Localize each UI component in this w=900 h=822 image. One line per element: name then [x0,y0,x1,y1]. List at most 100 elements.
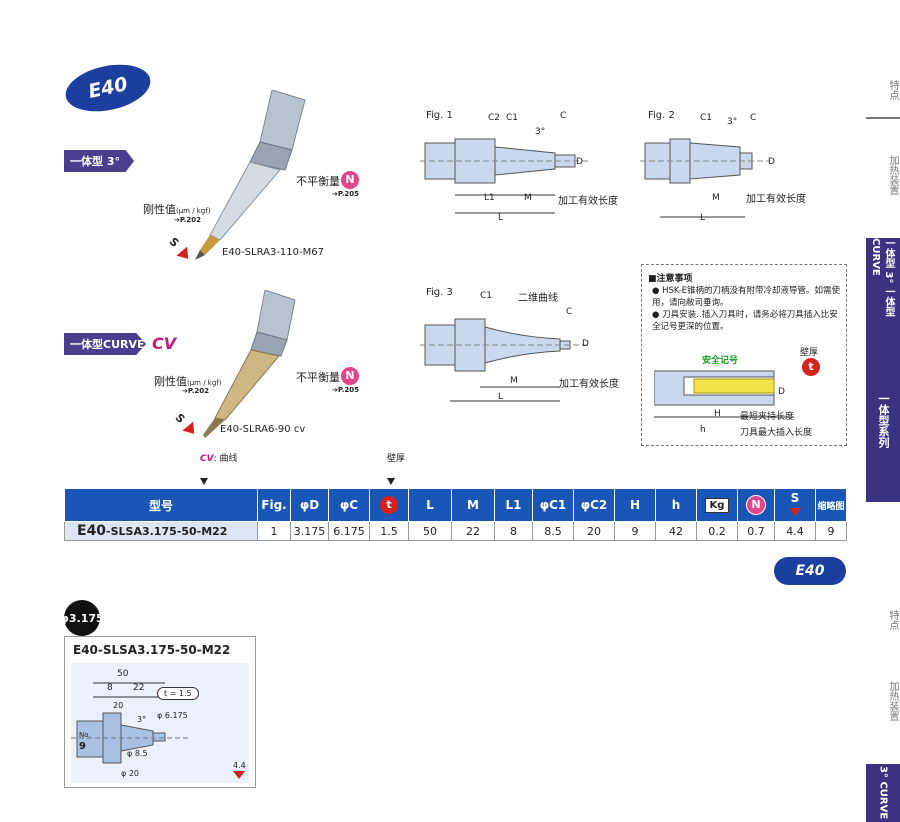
table-header-row: 型号 Fig. φD φC t L M L1 φC1 φC2 H h Kg N … [64,488,847,522]
fig3-l: L [498,392,504,402]
fig3-title: Fig. 3 [426,287,453,298]
table-row: E40-SLSA3.175-50-M22 1 3.175 6.175 1.5 5… [64,521,847,541]
cell-fig: 1 [257,521,291,541]
col-s: S [774,488,816,522]
col-phi-c2: φC2 [573,488,615,522]
fig2-c: C [750,113,757,123]
cell-l: 50 [408,521,452,541]
series-oval: E40 [61,57,155,119]
balance-label-2: 不平衡量 [296,371,340,384]
notes-max-insert: 刀具最大插入长度 [740,428,813,438]
cell-kg: 0.2 [696,521,738,541]
detail-s-value: 4.4 [233,761,246,770]
cell-h-low: 42 [655,521,697,541]
rigidity-label-2: 刚性值(μm / kgf) [154,375,222,388]
fig2-effective: 加工有效长度 [746,194,806,205]
col-fig: Fig. [257,488,291,522]
cv-mark: CV [152,334,177,353]
notes-drawing [654,370,794,418]
sidebar-divider-1 [866,117,900,119]
fig1-d: D [576,157,583,167]
wall-legend: 壁厚 [387,454,406,464]
fig2-c1: C1 [700,113,713,123]
kg-icon: Kg [704,498,730,513]
fig2-drawing [640,138,770,218]
fig3-curve: 二维曲线 [518,293,558,304]
sidebar-tab-3deg-curve-2[interactable]: 3° CURVE [866,764,900,822]
sidebar-tab-series[interactable]: 一体型系列 [866,338,900,502]
section-label-curve: 一体型CURVE [64,333,146,355]
spec-table: 型号 Fig. φD φC t L M L1 φC1 φC2 H h Kg N … [64,488,847,541]
model-name-1: E40-SLRA3-110-M67 [222,247,324,258]
fig1-c: C [560,111,567,121]
fig3-effective: 加工有效长度 [559,379,619,390]
s-down-arrow-detail-icon [233,771,245,779]
balance-ref-1: ➔P.205 [332,190,359,198]
dim-50: 50 [117,669,129,679]
footer-series-oval: E40 [774,557,846,585]
fig2-d: D [768,157,775,167]
dim-20deg: 20 [113,701,124,710]
fig1-m: M [524,193,532,203]
fig3-d: D [582,339,589,349]
fig2-m: M [712,193,720,203]
fig1-c1: C1 [506,113,519,123]
s-mark-2: S [172,411,188,426]
fig1-title: Fig. 1 [426,110,453,121]
cell-model: E40-SLSA3.175-50-M22 [64,521,258,541]
col-h-cap: H [614,488,656,522]
sidebar-tab-features-1[interactable]: 特点 [887,80,898,100]
fig1-effective: 加工有效长度 [558,196,618,207]
fig2-angle: 3° [727,117,738,127]
cv-legend: CV: 曲线 [200,454,238,464]
cell-t: 1.5 [369,521,409,541]
fig1-c2: C2 [488,113,501,123]
col-thumb: 缩略图 [815,488,847,522]
fig1-angle: 3° [535,127,546,137]
col-n: N [737,488,775,522]
fig1-l1: L1 [484,193,495,203]
legend-arrow-2 [387,478,395,485]
col-model: 型号 [64,488,258,522]
cell-s: 4.4 [774,521,816,541]
cell-n: 0.7 [737,521,775,541]
fig3-drawing [420,318,590,402]
fig3-c1: C1 [480,291,493,301]
sidebar-tab-3deg-curve[interactable]: 一体型 3° 一体型 CURVE [866,238,900,338]
notes-d: D [778,387,785,397]
sidebar-tab-features-2[interactable]: 特点 [887,610,898,630]
balance-ref-2: ➔P.205 [332,386,359,394]
cell-m: 22 [451,521,495,541]
rigidity-ref-2: ➔P.202 [182,387,209,395]
balance-label-1: 不平衡量 [296,175,340,188]
n-badge-1: N [340,170,360,190]
col-m: M [451,488,495,522]
rigidity-label-1: 刚性值(μm / kgf) [143,203,211,216]
notes-item-2: ● 刀具安装‥插入刀具时，请务必将刀具插入比安全记号更深的位置。 [652,310,838,332]
col-phi-c: φC [328,488,370,522]
wall-label: 壁厚 [800,348,819,358]
col-h-low: h [655,488,697,522]
fig1-l: L [498,213,504,223]
sidebar-tab-heating-1[interactable]: 加热装置 [887,155,898,195]
s-down-arrow-icon [789,508,801,516]
notes-h-cap: H [714,409,721,419]
col-phi-c1: φC1 [532,488,574,522]
dim-phi20: φ 20 [121,769,139,778]
notes-title: ■注意事项 [648,274,693,284]
dim-t: t = 1.5 [157,687,199,700]
cell-phi-c1: 8.5 [532,521,574,541]
dim-8: 8 [107,683,113,693]
detail-box: E40-SLSA3.175-50-M22 50 8 22 t = 1.5 20 … [64,636,256,788]
dim-phi85: φ 8.5 [127,749,148,758]
notes-min-clamp: 最短夹持长度 [740,412,795,422]
sidebar-tab-heating-2[interactable]: 加热装置 [887,681,898,721]
fig3-c: C [566,307,573,317]
t-badge-notes: t [802,358,820,376]
safety-mark-label: 安全记号 [702,356,739,366]
col-phi-d: φD [290,488,329,522]
cell-phi-c2: 20 [573,521,615,541]
tool-image-3deg [195,90,306,260]
tool-image-curve [203,290,296,438]
dim-phi6: φ 6.175 [157,711,188,720]
